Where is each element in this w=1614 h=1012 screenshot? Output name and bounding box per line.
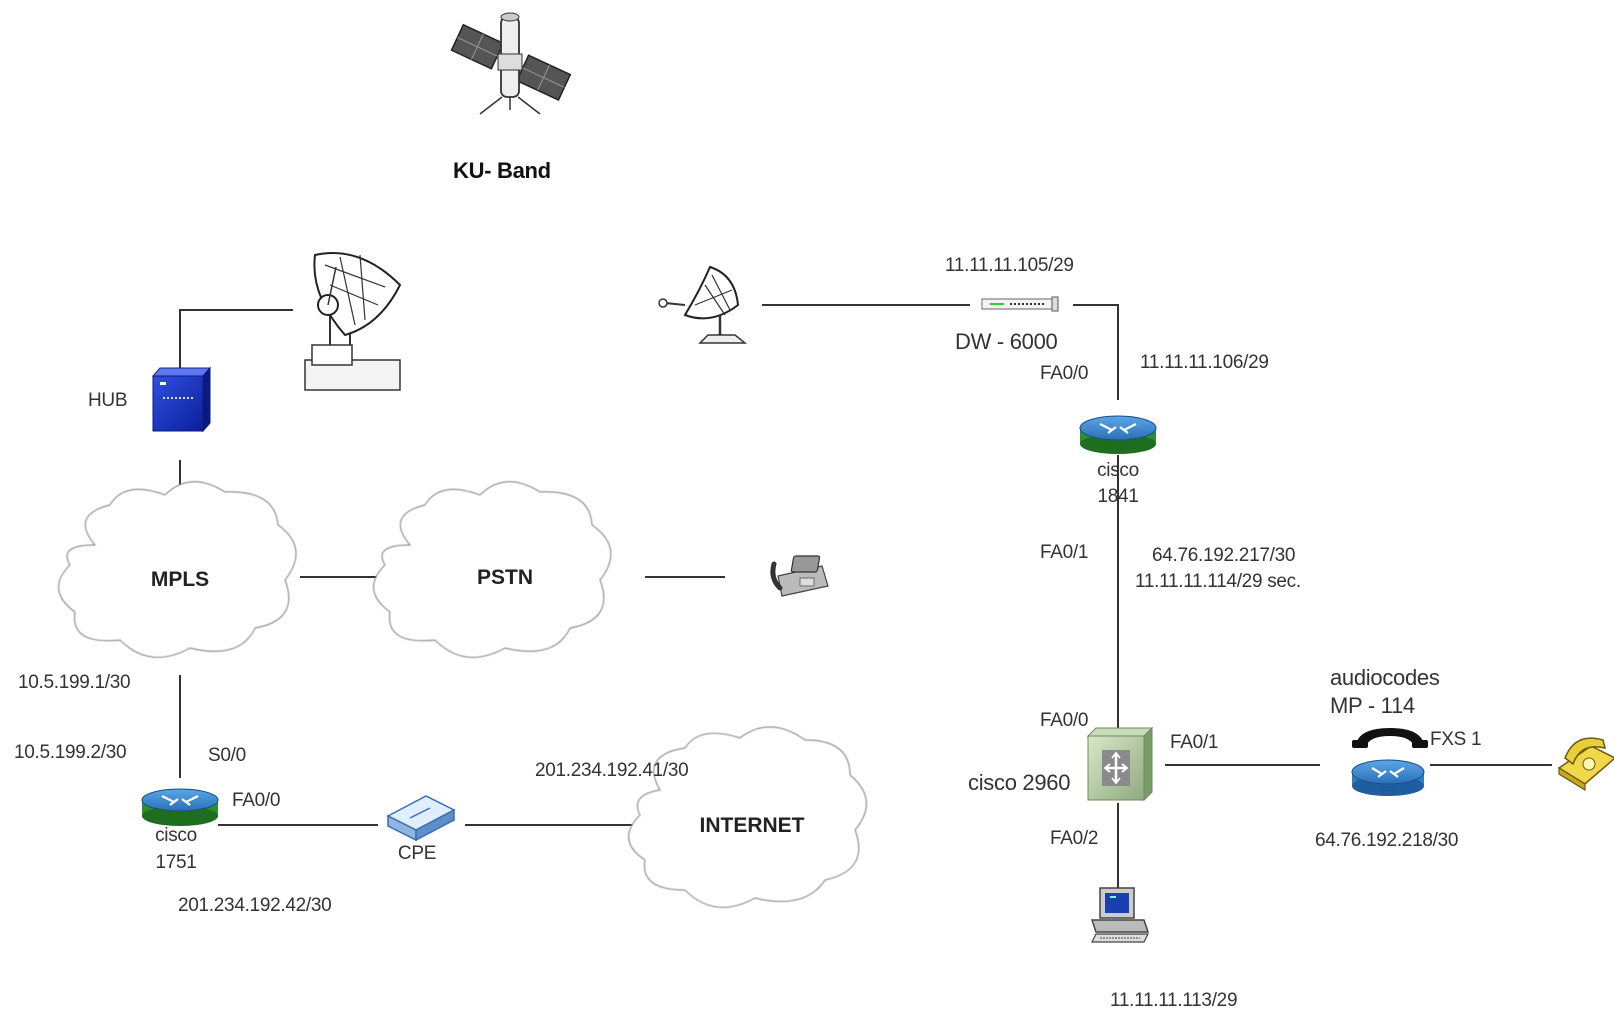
ip-phone-icon[interactable]: [773, 556, 828, 596]
hub-device-icon[interactable]: [153, 368, 210, 431]
router1751-model-label: 1751: [155, 852, 196, 874]
router1841-fa01-label: FA0/1: [1040, 542, 1088, 564]
gateway-model-label: MP - 114: [1330, 693, 1415, 719]
modem-label: DW - 6000: [955, 329, 1057, 355]
switch-fa00-label: FA0/0: [1040, 710, 1088, 732]
cpe-ip-label: 201.234.192.42/30: [178, 895, 331, 917]
gateway-fxs-label: FXS 1: [1430, 729, 1481, 751]
modem-to-router1841-link: [1073, 305, 1118, 400]
satellite-icon: [452, 13, 571, 114]
mpls-cloud-label: MPLS: [151, 568, 209, 592]
switch-name-label: cisco 2960: [968, 770, 1070, 796]
router1841-name-label: cisco: [1097, 460, 1139, 482]
hub-to-dish-link: [180, 310, 293, 375]
pc-workstation-icon[interactable]: [1092, 888, 1148, 942]
router-1841-icon[interactable]: [1080, 416, 1156, 454]
hub-label: HUB: [88, 390, 127, 412]
ground-station-dish-icon: [305, 253, 400, 390]
internet-ip-label: 201.234.192.41/30: [535, 760, 688, 782]
router1841-ip-label: 11.11.11.106/29: [1140, 352, 1269, 374]
router1841-ip3-label: 11.11.11.114/29 sec.: [1135, 571, 1301, 593]
router1751-ip-label: 10.5.199.2/30: [14, 742, 126, 764]
dw6000-modem-icon[interactable]: [982, 297, 1058, 311]
modem-ip-label: 11.11.11.105/29: [945, 255, 1074, 277]
satellite-label: KU- Band: [453, 158, 551, 184]
router1841-ip2-label: 64.76.192.217/30: [1152, 545, 1295, 567]
analog-phone-icon[interactable]: [1559, 738, 1614, 790]
gateway-ip-label: 64.76.192.218/30: [1315, 830, 1458, 852]
mpls-ip-label: 10.5.199.1/30: [18, 672, 130, 694]
router1751-name-label: cisco: [155, 825, 197, 847]
router1841-model-label: 1841: [1097, 486, 1138, 508]
cpe-label: CPE: [398, 843, 436, 865]
gateway-name-label: audiocodes: [1330, 665, 1440, 691]
pc-ip-label: 11.11.11.113/29: [1110, 990, 1237, 1012]
handset-icon: [1352, 728, 1428, 748]
router1751-s0-label: S0/0: [208, 745, 246, 767]
voip-gateway-icon[interactable]: [1352, 760, 1424, 796]
switch-fa01-label: FA0/1: [1170, 732, 1218, 754]
internet-cloud-label: INTERNET: [700, 814, 805, 838]
switch-2960-icon[interactable]: [1088, 728, 1152, 800]
router-1751-icon[interactable]: [142, 789, 218, 826]
router1841-fa00-label: FA0/0: [1040, 363, 1088, 385]
vsat-dish-icon: [659, 267, 745, 343]
router1751-fa00-label: FA0/0: [232, 790, 280, 812]
cpe-device-icon[interactable]: [388, 796, 454, 840]
pstn-cloud-label: PSTN: [477, 566, 533, 590]
switch-fa02-label: FA0/2: [1050, 828, 1098, 850]
